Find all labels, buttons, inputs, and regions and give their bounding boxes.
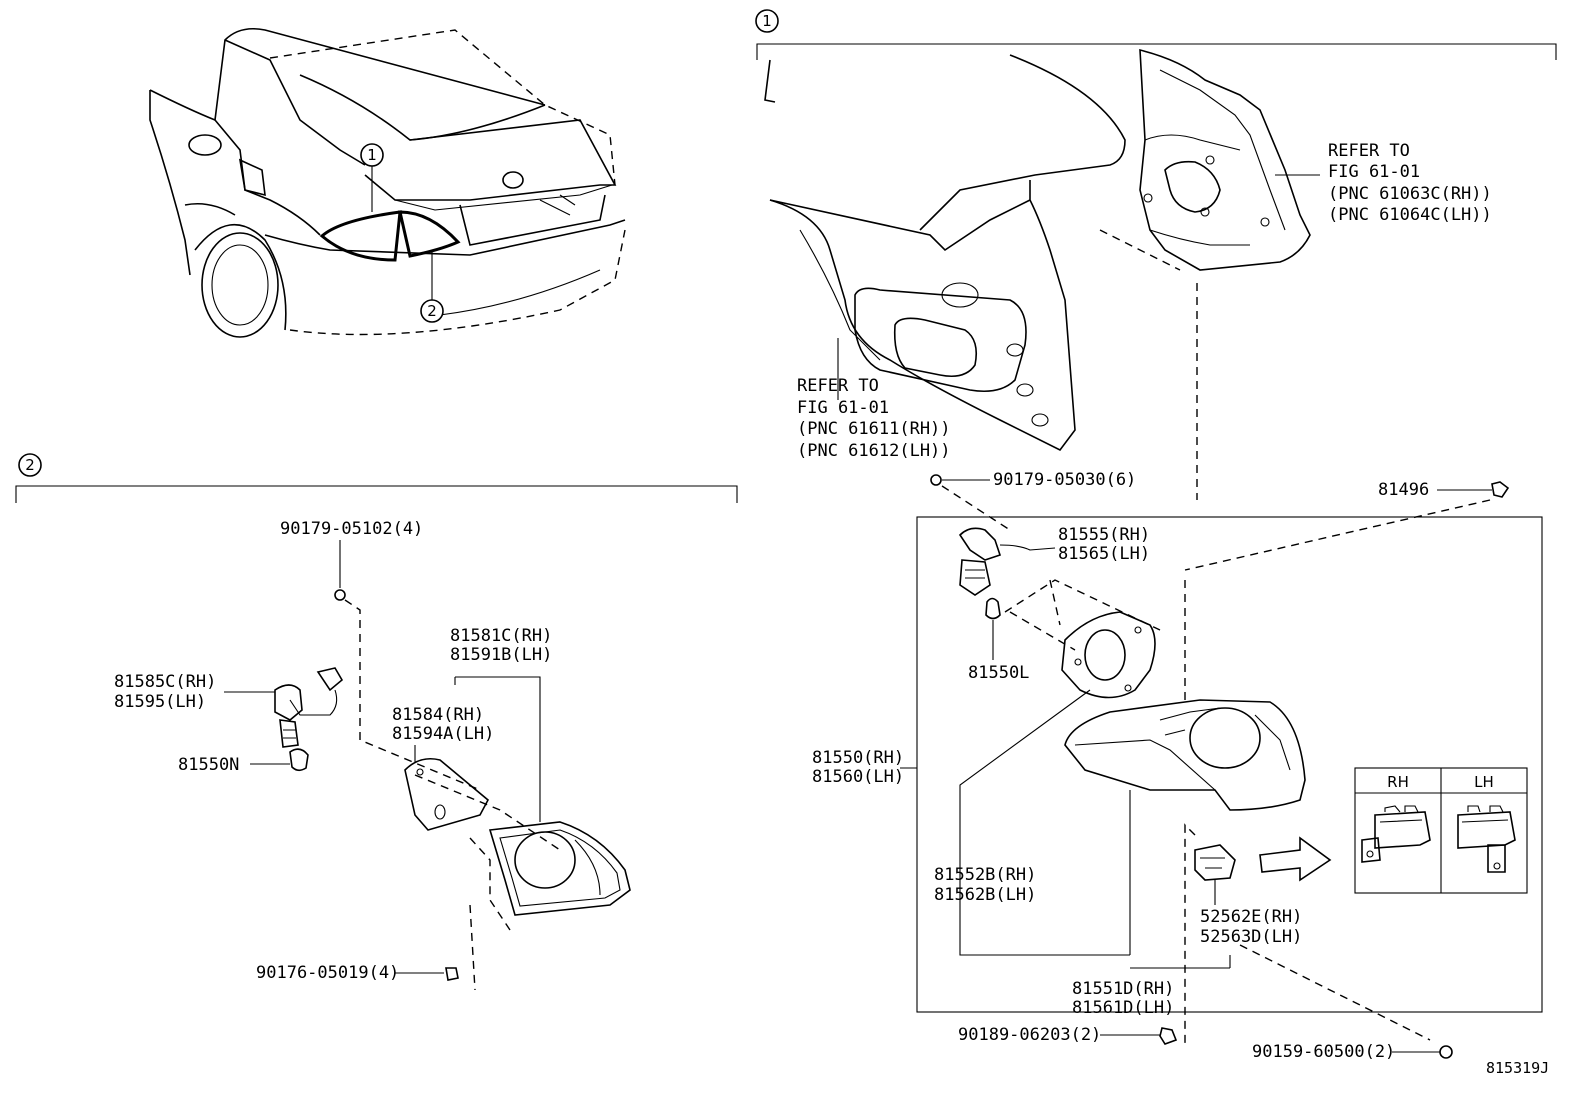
svg-text:1: 1 <box>762 12 772 30</box>
svg-text:90189-06203(2): 90189-06203(2) <box>958 1025 1101 1045</box>
clip-90189-06203: 90189-06203(2) <box>958 1025 1178 1045</box>
section-2-bracket: 2 <box>15 453 738 503</box>
svg-text:81565(LH): 81565(LH) <box>1058 544 1150 564</box>
arrow-right-icon <box>1259 836 1332 882</box>
bulb-81550N: 81550N <box>178 748 309 775</box>
nut-90179-05102: 90179-05102(4) <box>280 519 481 791</box>
clip-icon <box>1491 481 1510 498</box>
svg-text:(PNC 61063C(RH)): (PNC 61063C(RH)) <box>1328 184 1492 204</box>
svg-text:90179-05102(4): 90179-05102(4) <box>280 519 423 539</box>
svg-text:81550N: 81550N <box>178 755 239 775</box>
rh-lh-detail: RH LH <box>1354 767 1528 894</box>
svg-text:1: 1 <box>367 146 377 164</box>
svg-text:81584(RH): 81584(RH) <box>392 705 484 725</box>
bolt-icon <box>1439 1045 1453 1059</box>
bulb-icon <box>985 597 1001 620</box>
label-81551D: 81551D(RH) <box>1072 979 1174 999</box>
svg-text:81496: 81496 <box>1378 480 1429 500</box>
svg-text:81591B(LH): 81591B(LH) <box>450 645 552 665</box>
svg-text:81550L: 81550L <box>968 663 1029 683</box>
bulb-81550L: 81550L <box>968 597 1029 683</box>
callout-1-car: 1 <box>360 143 384 167</box>
svg-text:2: 2 <box>427 302 437 320</box>
bolt-icon <box>445 967 459 981</box>
svg-text:2: 2 <box>25 456 35 474</box>
svg-text:(PNC 61064C(LH)): (PNC 61064C(LH)) <box>1328 205 1492 225</box>
nut-icon <box>334 589 346 601</box>
refer-label-rear-panel: REFER TO FIG 61-01 (PNC 61611(RH)) (PNC … <box>797 376 951 461</box>
socket-icon <box>958 527 1002 561</box>
tail-lamp-81550: 81550(RH) 81560(LH) <box>812 699 1306 955</box>
svg-text:(PNC 61611(RH)): (PNC 61611(RH)) <box>797 419 951 439</box>
svg-text:90179-05030(6): 90179-05030(6) <box>993 470 1136 490</box>
nut-90179-05030: 90179-05030(6) <box>930 470 1136 531</box>
svg-text:81560(LH): 81560(LH) <box>812 767 904 787</box>
socket-81555: 81555(RH) 81565(LH) <box>958 525 1150 596</box>
section-1-bracket: 1 <box>755 9 1557 60</box>
socket-icon <box>316 667 344 692</box>
screw-90159-60500: 90159-60500(2) <box>1252 1042 1453 1062</box>
svg-text:(PNC 61612(LH)): (PNC 61612(LH)) <box>797 441 951 461</box>
bracket-81584: 81584(RH) 81594A(LH) <box>392 705 561 851</box>
svg-text:90176-05019(4): 90176-05019(4) <box>256 963 399 983</box>
svg-text:FIG 61-01: FIG 61-01 <box>1328 162 1420 182</box>
callout-2-car: 2 <box>420 299 444 323</box>
svg-text:52562E(RH): 52562E(RH) <box>1200 907 1302 927</box>
screw-90176-05019: 90176-05019(4) <box>256 963 459 983</box>
label-81552B: 81552B(RH) <box>934 865 1036 885</box>
svg-text:81585C(RH): 81585C(RH) <box>114 672 216 692</box>
svg-text:81594A(LH): 81594A(LH) <box>392 724 494 744</box>
car-rear-illustration <box>149 27 626 338</box>
svg-text:81581C(RH): 81581C(RH) <box>450 626 552 646</box>
clip-81496: 81496 <box>1184 480 1510 571</box>
svg-text:81555(RH): 81555(RH) <box>1058 525 1150 545</box>
svg-text:FIG 61-01: FIG 61-01 <box>797 398 889 418</box>
svg-text:REFER TO: REFER TO <box>1328 141 1410 161</box>
bulb-icon <box>289 748 309 772</box>
label-rh: RH <box>1387 773 1409 791</box>
connector-52562E: 52562E(RH) 52563D(LH) <box>1130 580 1431 1045</box>
svg-text:REFER TO: REFER TO <box>797 376 879 396</box>
svg-text:52563D(LH): 52563D(LH) <box>1200 927 1302 947</box>
body-panel-illustration <box>764 48 1320 500</box>
label-81561D: 81561D(LH) <box>1072 998 1174 1018</box>
lamp-81581C: 81581C(RH) 81591B(LH) <box>450 626 631 991</box>
svg-text:81595(LH): 81595(LH) <box>114 692 206 712</box>
nut-icon <box>930 474 942 486</box>
label-81562B: 81562B(LH) <box>934 885 1036 905</box>
clip-icon <box>1159 1027 1178 1045</box>
label-lh: LH <box>1474 773 1494 791</box>
refer-label-quarter-panel: REFER TO FIG 61-01 (PNC 61063C(RH)) (PNC… <box>1328 141 1492 225</box>
figure-code: 815319J <box>1486 1059 1549 1077</box>
gasket-81552B <box>959 611 1156 956</box>
svg-text:81550(RH): 81550(RH) <box>812 748 904 768</box>
svg-text:90159-60500(2): 90159-60500(2) <box>1252 1042 1395 1062</box>
socket-81585C: 81585C(RH) 81595(LH) <box>114 667 344 748</box>
assembly-box <box>916 516 1543 1013</box>
